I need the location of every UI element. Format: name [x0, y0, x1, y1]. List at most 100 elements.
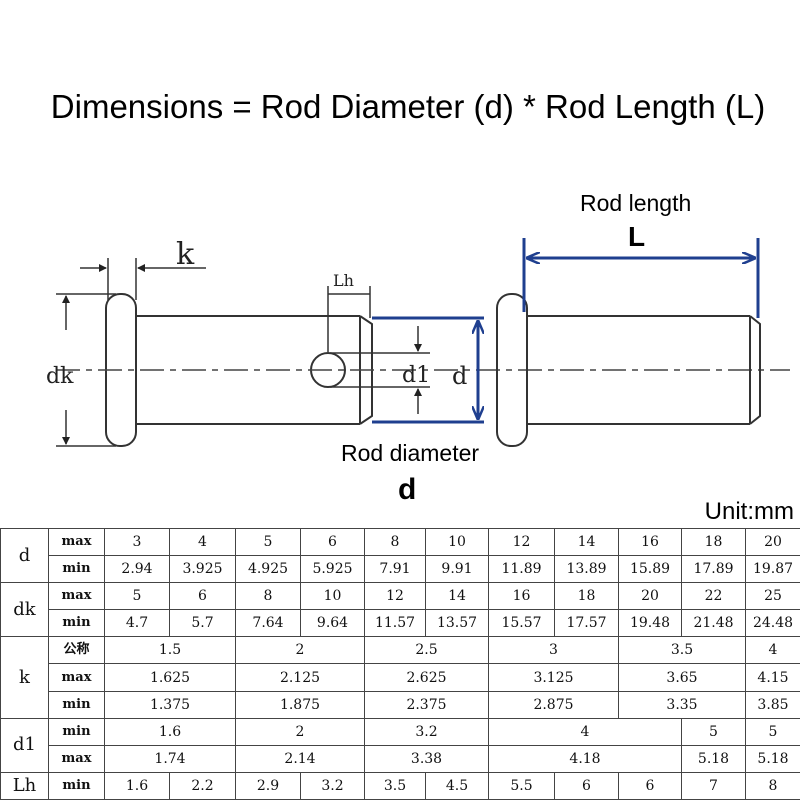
rod-length-symbol: L: [628, 221, 645, 252]
value-cell: 10: [300, 582, 365, 611]
rod-diameter-dimension: [372, 316, 484, 424]
value-cell: 1.625: [104, 663, 236, 692]
value-cell: 3: [488, 636, 619, 665]
value-cell: 3: [104, 527, 170, 557]
value-cell: 2.625: [364, 663, 489, 692]
value-cell: 6: [300, 527, 365, 557]
value-cell: 18: [681, 527, 746, 557]
value-cell: 1.875: [235, 690, 365, 719]
value-cell: 5.925: [300, 555, 365, 584]
value-cell: 21.48: [681, 609, 746, 638]
value-cell: 17.89: [681, 555, 746, 584]
sub-label-cell: max: [48, 663, 105, 692]
param-cell: k: [0, 636, 49, 719]
value-cell: 8: [745, 771, 800, 800]
value-cell: 4.5: [425, 771, 489, 800]
value-cell: 18: [554, 582, 619, 611]
dk-label: dk: [46, 364, 74, 389]
sub-label-cell: min: [48, 771, 105, 800]
k-label: k: [176, 237, 195, 272]
value-cell: 7.64: [235, 609, 301, 638]
right-pin-head: [496, 293, 528, 447]
value-cell: 15.89: [618, 555, 682, 584]
d-dimension-label: d: [452, 362, 467, 390]
value-cell: 15.57: [488, 609, 555, 638]
value-cell: 14: [554, 527, 619, 557]
value-cell: 2.2: [169, 771, 236, 800]
value-cell: 3.125: [488, 663, 619, 692]
value-cell: 7.91: [364, 555, 426, 584]
value-cell: 5.18: [745, 744, 800, 773]
k-dimension: [80, 258, 206, 300]
value-cell: 4: [488, 717, 682, 746]
value-cell: 3.2: [364, 717, 489, 746]
value-cell: 2.14: [235, 744, 365, 773]
value-cell: 1.74: [104, 744, 236, 773]
value-cell: 4.7: [104, 609, 170, 638]
value-cell: 16: [618, 527, 682, 557]
value-cell: 14: [425, 582, 489, 611]
dimensions-formula: Dimensions = Rod Diameter (d) * Rod Leng…: [50, 88, 766, 125]
value-cell: 20: [618, 582, 682, 611]
sub-label-cell: max: [48, 527, 105, 557]
sub-label-cell: min: [48, 717, 105, 746]
value-cell: 3.65: [618, 663, 746, 692]
value-cell: 24.48: [745, 609, 800, 638]
value-cell: 3.925: [169, 555, 236, 584]
rod-length-caption: Rod length: [580, 190, 691, 216]
right-pin: [496, 293, 761, 447]
value-cell: 1.6: [104, 717, 236, 746]
dk-dimension: [56, 293, 116, 447]
value-cell: 3.85: [745, 690, 800, 719]
value-cell: 4: [745, 636, 800, 665]
value-cell: 5: [745, 717, 800, 746]
value-cell: 4.925: [235, 555, 301, 584]
param-cell: Lh: [0, 771, 49, 800]
value-cell: 1.6: [104, 771, 170, 800]
sub-label-cell: min: [48, 609, 105, 638]
value-cell: 2.94: [104, 555, 170, 584]
value-cell: 2.875: [488, 690, 619, 719]
value-cell: 9.91: [425, 555, 489, 584]
value-cell: 4.18: [488, 744, 682, 773]
rod-diameter-symbol: d: [398, 473, 416, 506]
value-cell: 2.9: [235, 771, 301, 800]
value-cell: 25: [745, 582, 800, 611]
value-cell: 12: [488, 527, 555, 557]
value-cell: 11.57: [364, 609, 426, 638]
unit-label: Unit:mm: [704, 498, 794, 525]
value-cell: 5: [104, 582, 170, 611]
lh-dimension: [327, 286, 371, 352]
value-cell: 16: [488, 582, 555, 611]
value-cell: 12: [364, 582, 426, 611]
value-cell: 19.87: [745, 555, 800, 584]
value-cell: 3.5: [618, 636, 746, 665]
value-cell: 17.57: [554, 609, 619, 638]
sub-label-cell: min: [48, 690, 105, 719]
value-cell: 1.5: [104, 636, 236, 665]
value-cell: 4: [169, 527, 236, 557]
value-cell: 5.5: [488, 771, 555, 800]
value-cell: 4.15: [745, 663, 800, 692]
value-cell: 10: [425, 527, 489, 557]
value-cell: 5.7: [169, 609, 236, 638]
value-cell: 6: [618, 771, 682, 800]
rod-diameter-caption: Rod diameter: [341, 440, 479, 466]
value-cell: 2: [235, 717, 365, 746]
value-cell: 19.48: [618, 609, 682, 638]
sub-label-cell: max: [48, 744, 105, 773]
value-cell: 3.38: [364, 744, 489, 773]
d1-label: d1: [402, 363, 430, 388]
value-cell: 1.375: [104, 690, 236, 719]
value-cell: 2: [235, 636, 365, 665]
